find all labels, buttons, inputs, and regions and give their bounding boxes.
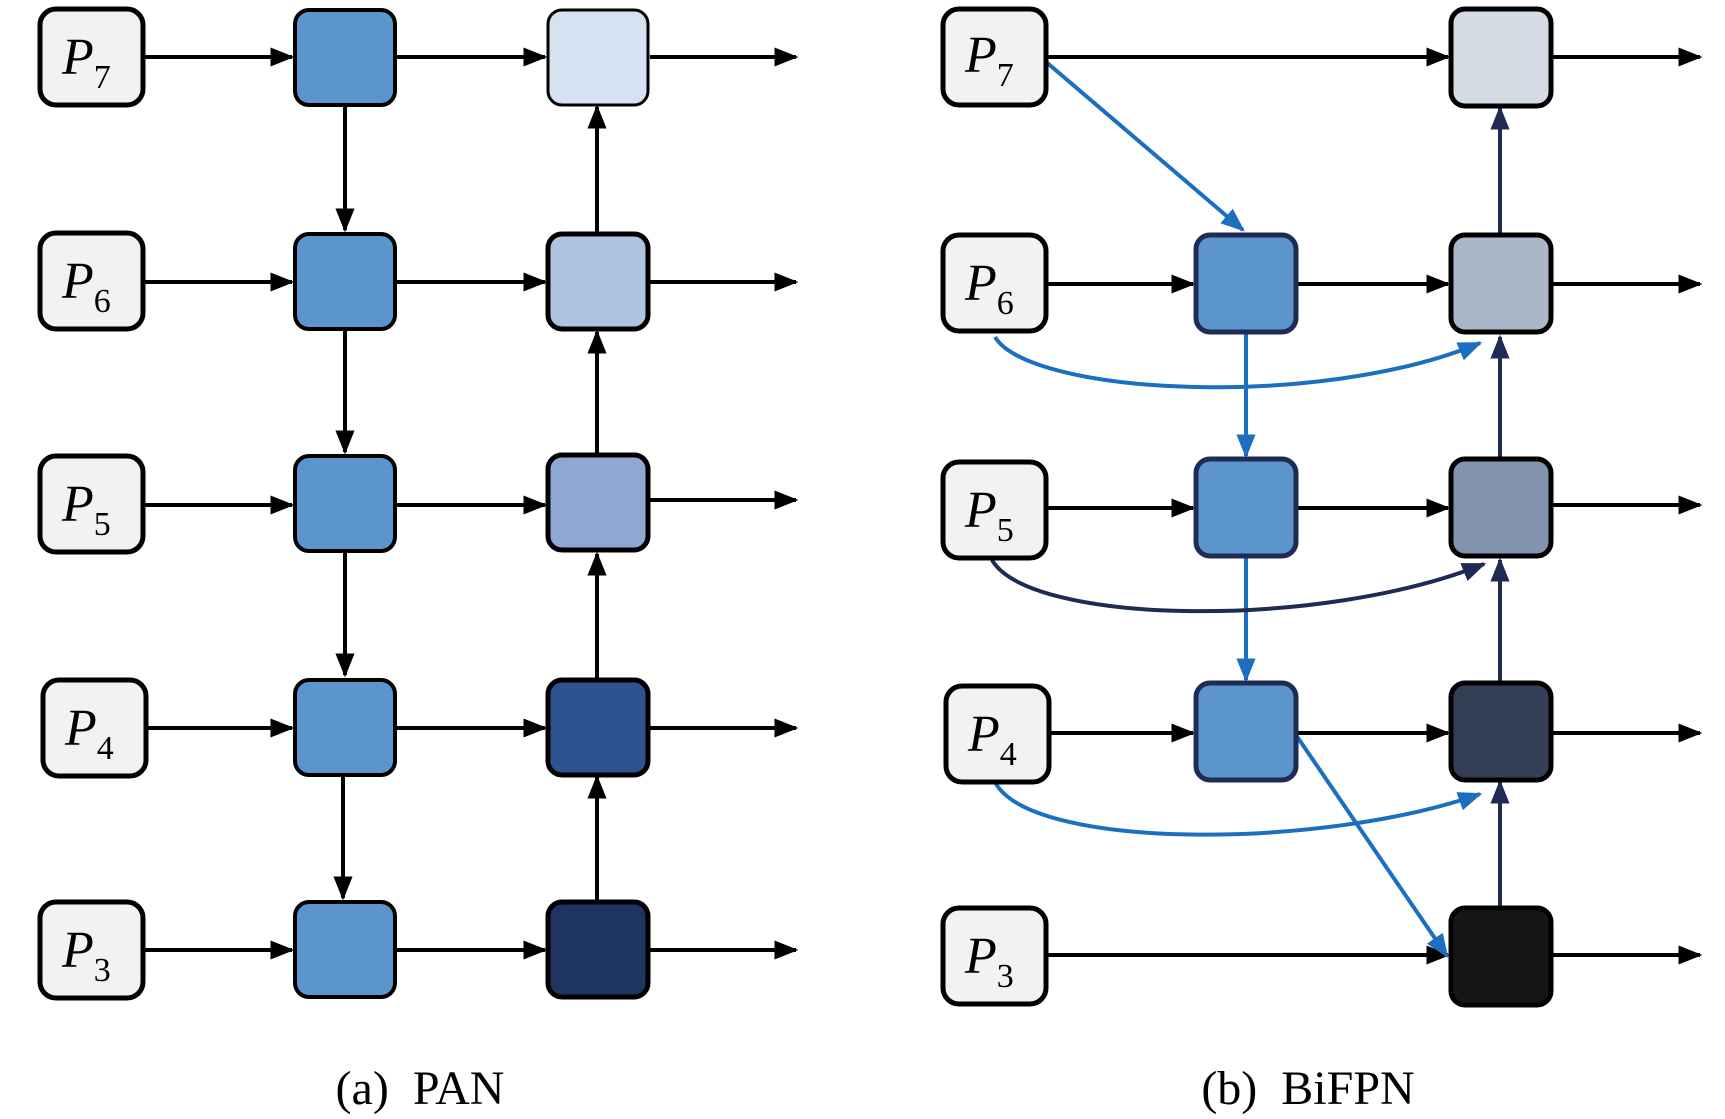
panel-b-output-node-6 xyxy=(1448,232,1554,335)
svg-text:P5: P5 xyxy=(964,482,1014,549)
panel-a-output-node-3 xyxy=(545,899,651,1000)
svg-text:P4: P4 xyxy=(967,706,1017,773)
panel-b-input-p3: P3 xyxy=(940,905,1049,1007)
panel-b-intermediate-nodes xyxy=(1193,232,1299,783)
panel-b-output-node-4 xyxy=(1448,680,1554,783)
svg-text:P3: P3 xyxy=(964,928,1014,995)
panel-a-input-p7: P7 xyxy=(37,6,146,108)
panel-b-output-node-3 xyxy=(1448,905,1554,1008)
panel-b-intermediate-node-4 xyxy=(1193,680,1299,783)
panel-a-topdown-node-6 xyxy=(293,232,397,331)
panel-a-output-node-7 xyxy=(546,8,650,107)
panel-a-topdown-node-7 xyxy=(293,8,397,107)
svg-text:P3: P3 xyxy=(61,922,111,989)
panel-a-caption: (a) PAN xyxy=(336,1062,505,1115)
panel-b-output-node-5 xyxy=(1448,456,1554,559)
svg-text:P7: P7 xyxy=(61,29,111,96)
panel-a-topdown-node-5 xyxy=(293,454,397,553)
panel-b-intermediate-node-6 xyxy=(1193,232,1299,335)
panel-b-input-p6: P6 xyxy=(940,232,1049,334)
panel-a-output-nodes xyxy=(545,8,651,1000)
panel-b-intermediate-node-5 xyxy=(1193,456,1299,559)
panel-b-output-nodes xyxy=(1448,6,1554,1008)
panel-a-input-p6: P6 xyxy=(37,230,146,332)
svg-text:P4: P4 xyxy=(64,700,114,767)
panel-a-topdown-node-3 xyxy=(293,900,397,999)
panel-b-edges-black xyxy=(1048,47,1703,965)
panel-a-output-node-6 xyxy=(545,231,651,332)
svg-text:P7: P7 xyxy=(964,27,1014,94)
panel-b-output-node-7 xyxy=(1448,6,1554,109)
svg-text:P6: P6 xyxy=(964,255,1014,322)
panel-a-pan: P7 P6 P5 P4 P3 xyxy=(37,6,799,1115)
panel-a-input-p3: P3 xyxy=(37,899,146,1001)
panel-b-edges-navy xyxy=(990,105,1510,906)
panel-a-input-p4: P4 xyxy=(40,677,149,779)
panel-b-input-p4: P4 xyxy=(943,683,1052,785)
panel-a-output-node-5 xyxy=(545,452,651,553)
svg-text:P6: P6 xyxy=(61,253,111,320)
panel-b-input-p7: P7 xyxy=(940,6,1049,108)
panel-a-edges xyxy=(143,47,799,960)
panel-b-input-p5: P5 xyxy=(940,459,1049,561)
panel-b-bifpn: P7 P6 P5 P4 P3 xyxy=(940,6,1703,1115)
svg-text:P5: P5 xyxy=(61,476,111,543)
panel-b-edges-blue xyxy=(993,59,1483,958)
panel-b-caption: (b) BiFPN xyxy=(1201,1062,1414,1115)
panel-a-topdown-nodes xyxy=(293,8,397,999)
panel-a-input-p5: P5 xyxy=(37,453,146,555)
panel-a-output-node-4 xyxy=(545,677,651,778)
panel-a-topdown-node-4 xyxy=(293,678,397,777)
